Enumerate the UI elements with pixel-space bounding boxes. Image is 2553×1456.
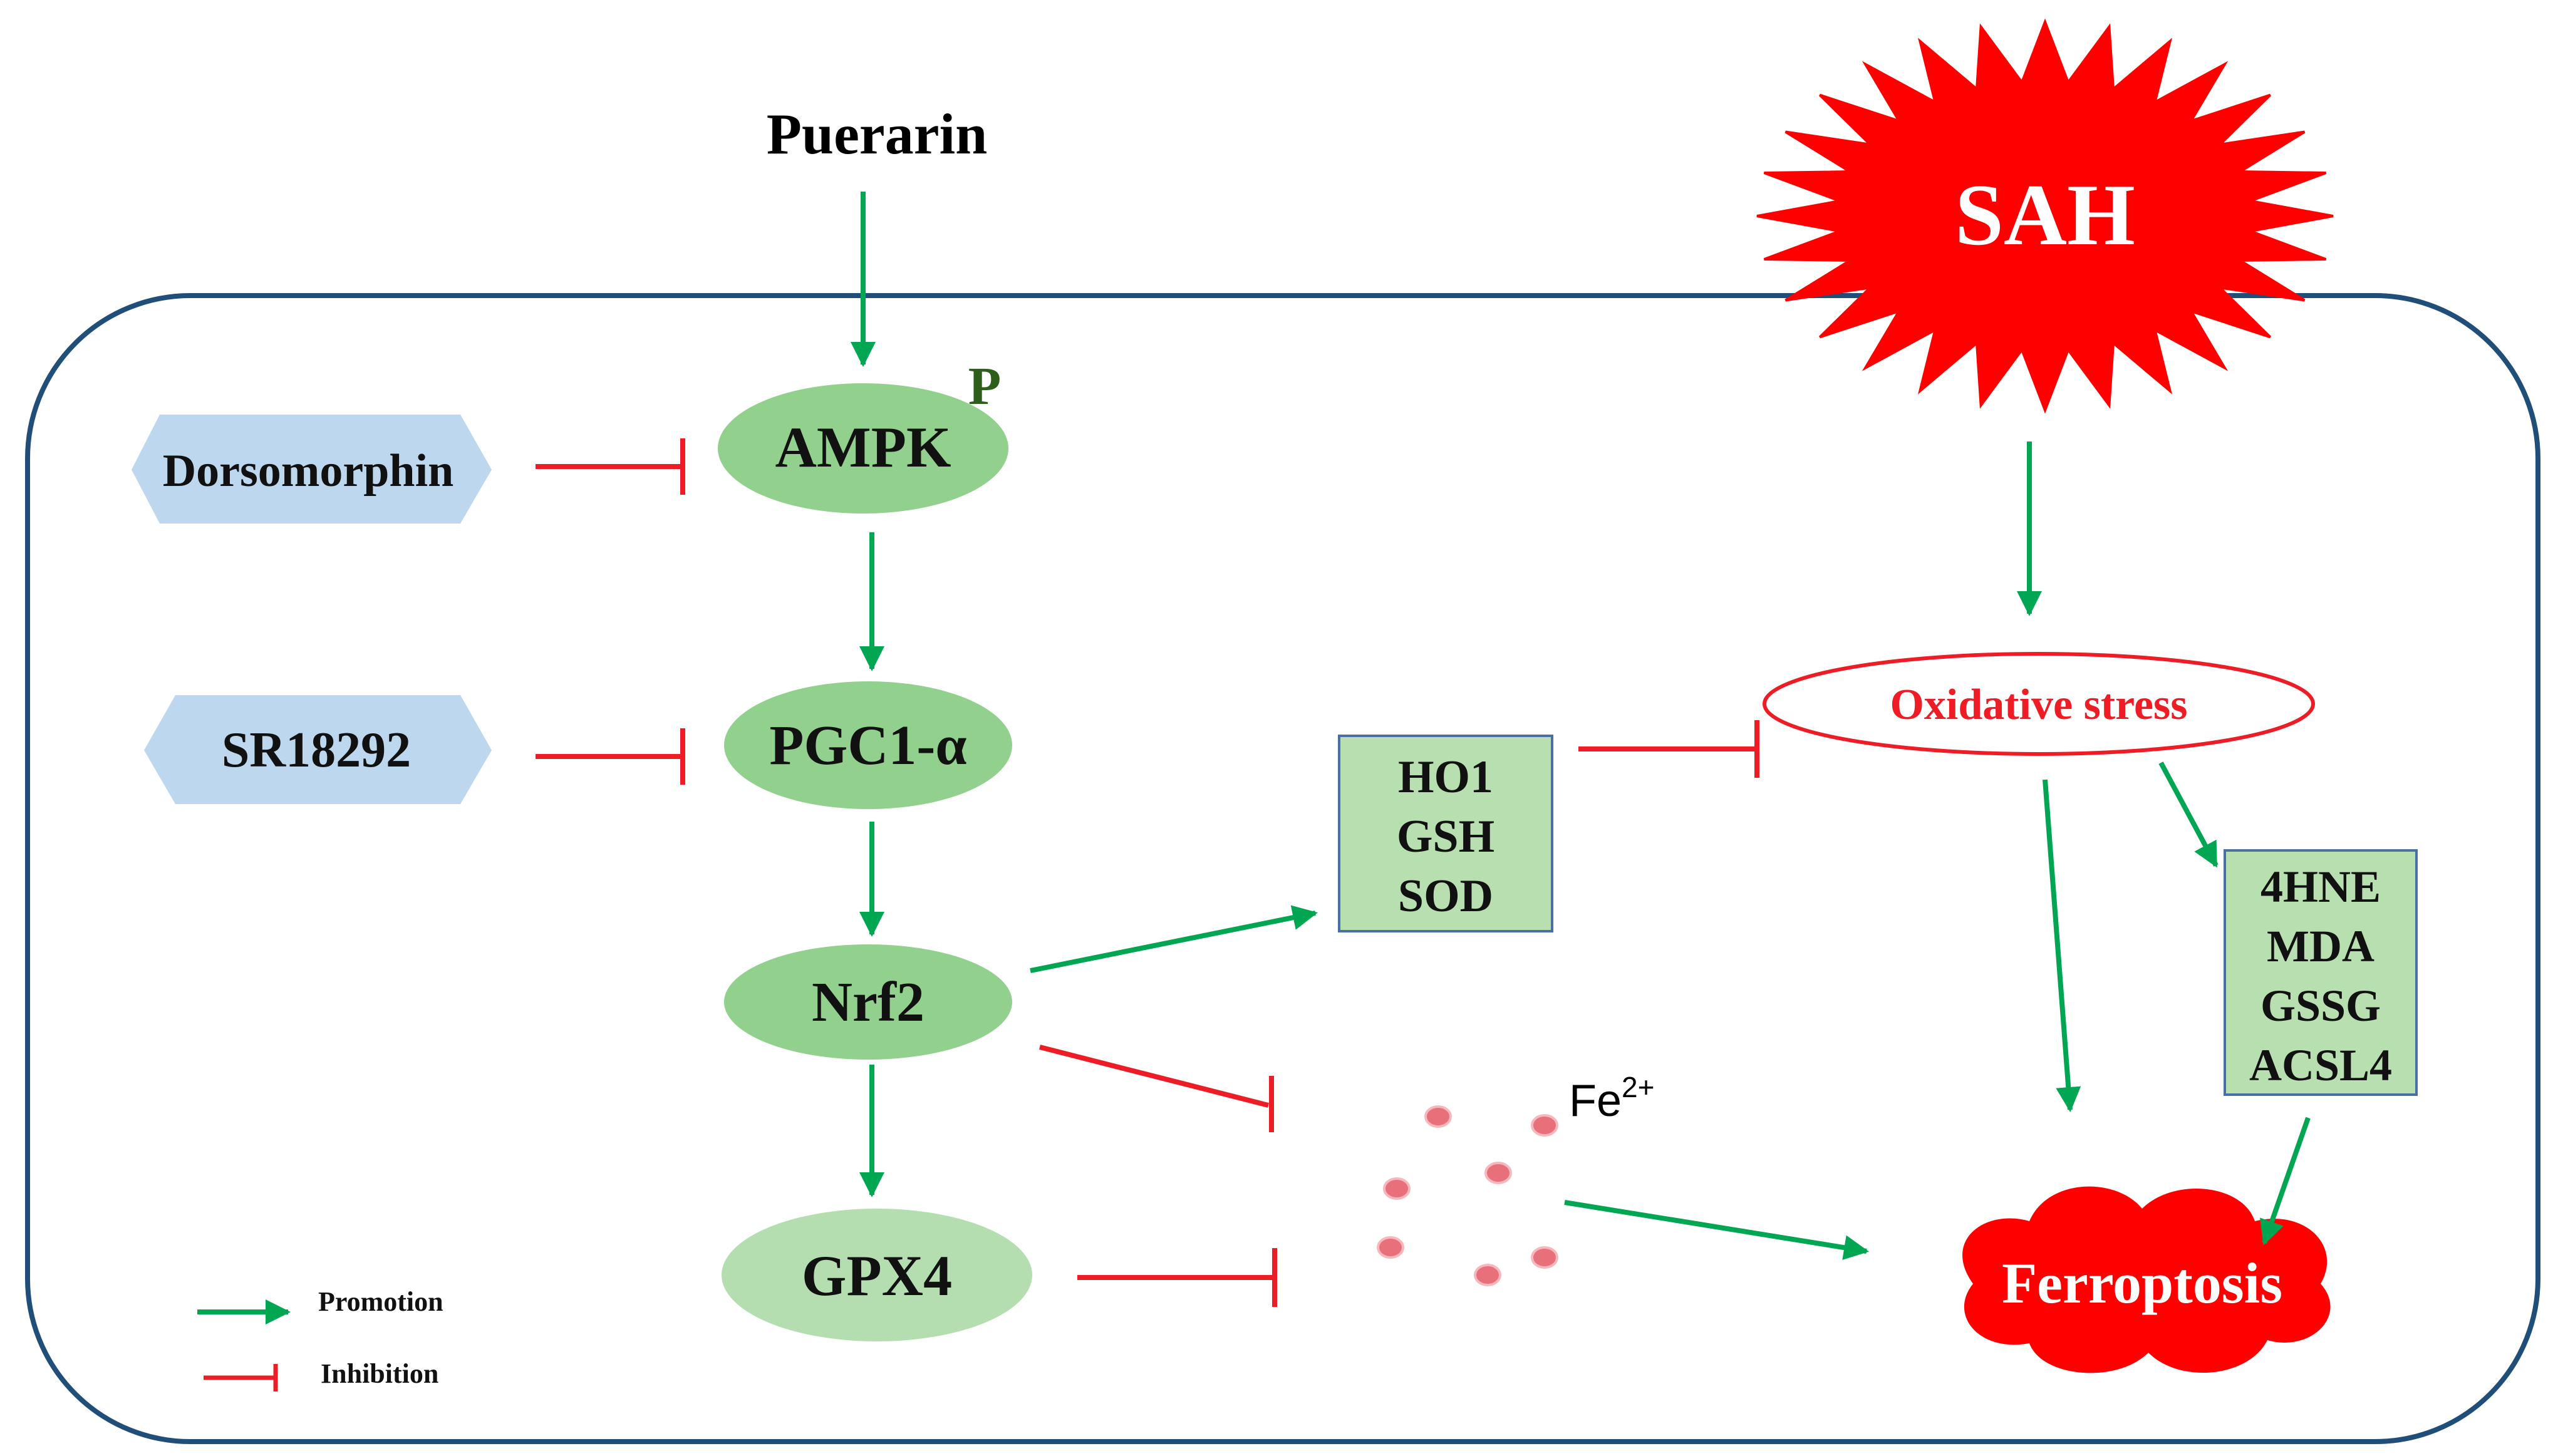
promotion-arrows [851,192,2311,1260]
marker-mda: MDA [2267,921,2374,971]
gpx4-label: GPX4 [802,1244,952,1308]
antioxidant-box: HO1 GSH SOD [1338,735,1553,932]
marker-acsl4: ACSL4 [2249,1040,2392,1090]
marker-4hne: 4HNE [2260,862,2381,912]
pgc1a-node: PGC1-α [724,681,1012,809]
inhibition-lines [536,438,1759,1307]
antioxidant-sod: SOD [1398,870,1493,922]
antioxidant-gsh: GSH [1397,811,1494,862]
iron-dot [1377,1236,1404,1259]
iron-particles: Fe2+ [1377,1071,1654,1286]
ferroptosis-node: Ferroptosis [1962,1186,2331,1373]
iron-label-base: Fe [1569,1076,1622,1126]
iron-dot [1531,1246,1558,1269]
sah-label: SAH [1955,167,2135,264]
iron-label: Fe2+ [1569,1071,1654,1126]
ampk-node: AMPK P [718,356,1008,514]
puerarin-label: Puerarin [767,102,988,166]
iron-dot [1484,1162,1512,1184]
nrf2-node: Nrf2 [724,944,1012,1060]
nrf2-label: Nrf2 [812,971,924,1033]
iron-dot [1474,1264,1501,1286]
lipid-marker-box: 4HNE MDA GSSG ACSL4 [2224,849,2418,1096]
oxidative-stress-node: Oxidative stress [1763,652,2315,756]
legend-promotion-label: Promotion [318,1286,443,1317]
inhibit-antioxidants-oxidative-stress [1578,720,1759,778]
arrow-iron-to-ferroptosis [1564,1200,1869,1260]
antioxidant-ho1: HO1 [1398,751,1493,803]
arrow-markers-to-ferroptosis [2260,1117,2311,1246]
cell-membrane [25,293,2540,1444]
iron-dot [1531,1114,1558,1137]
gpx4-node: GPX4 [722,1209,1032,1341]
ampk-label: AMPK [775,415,951,479]
pgc1a-label: PGC1-α [769,715,966,777]
legend-inhibition-label: Inhibition [321,1358,438,1389]
arrow-oxidative-stress-to-ferroptosis [2043,779,2081,1112]
phospho-mark: P [968,356,1002,416]
iron-dot [1424,1105,1452,1128]
inhibit-gpx4-iron [1077,1248,1277,1307]
inhibit-dorsomorphin-ampk [536,438,685,495]
iron-label-charge: 2+ [1622,1071,1654,1103]
inhibit-sr18292-pgc1a [536,728,685,785]
dorsomorphin-node: Dorsomorphin [132,415,492,524]
oxidative-stress-label: Oxidative stress [1890,681,2187,729]
inhibit-nrf2-iron [1039,1045,1274,1132]
sah-burst: SAH [1756,18,2334,414]
dorsomorphin-label: Dorsomorphin [163,445,454,497]
legend: Promotion Inhibition [197,1286,443,1391]
sr18292-node: SR18292 [144,695,492,804]
arrow-nrf2-to-antioxidants [1030,905,1318,973]
ferroptosis-label: Ferroptosis [2002,1251,2282,1315]
marker-gssg: GSSG [2260,981,2381,1031]
iron-dot [1383,1177,1411,1200]
arrow-oxidative-stress-to-markers [2158,762,2219,868]
sr18292-label: SR18292 [222,723,411,778]
